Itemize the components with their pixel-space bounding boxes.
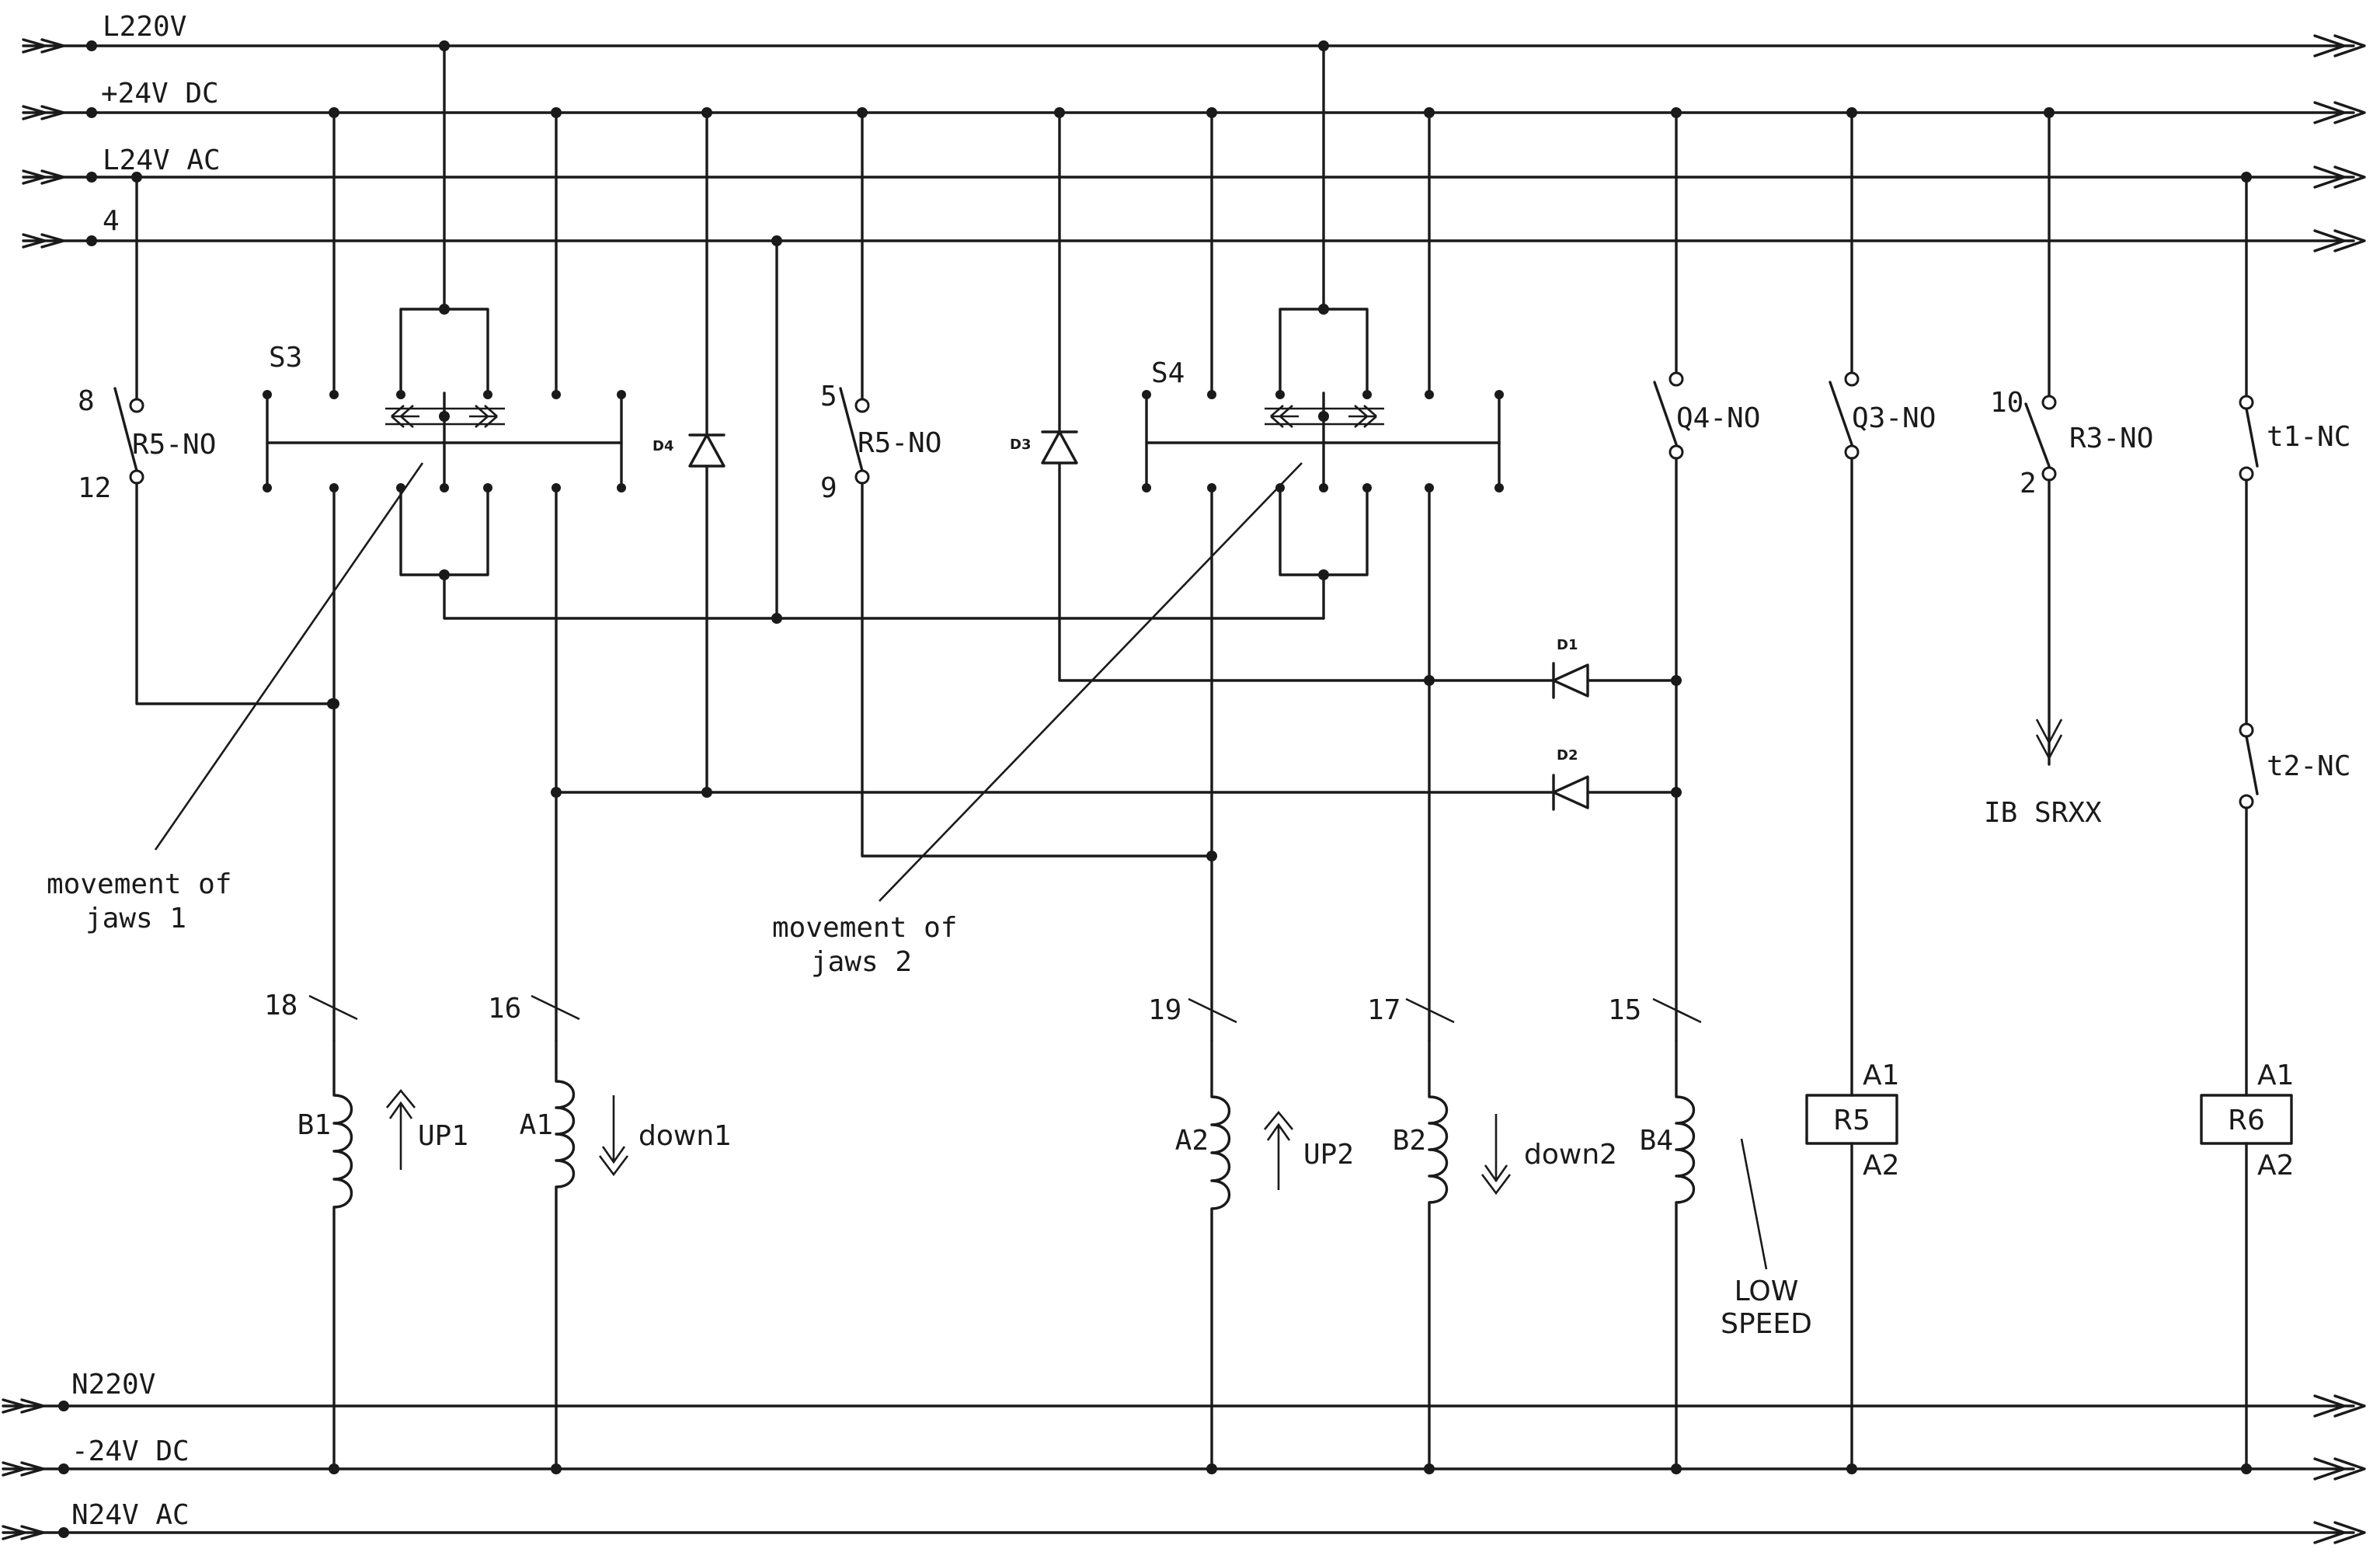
relay-r6 — [2200, 1094, 2293, 1474]
selector-s3 — [263, 40, 782, 1042]
coil-label-down2: down2 — [1524, 1139, 1617, 1171]
contact-q3-no — [1828, 107, 1860, 1097]
contact-r3-no — [2024, 107, 2063, 766]
pin-8: 8 — [78, 385, 95, 417]
contact-label-t1-nc: t1-NC — [2267, 421, 2350, 453]
contact-q4-no — [1653, 107, 1684, 1042]
coil-name-a2: A2 — [1175, 1125, 1209, 1157]
coil-b1 — [329, 1039, 416, 1474]
wire-number-19: 19 — [1148, 994, 1181, 1026]
annotation-jaws1-line1: movement of — [47, 868, 231, 900]
coil-label-up2: UP2 — [1303, 1139, 1354, 1171]
diode-label-d4: D4 — [652, 438, 673, 454]
contact-r5-no-centre — [839, 107, 1217, 861]
bus-n220v — [2, 1394, 2366, 1418]
annotation-jaws2-line1: movement of — [772, 912, 957, 944]
bus-label-n220v: N220V — [71, 1369, 155, 1401]
contact-t2-nc — [2239, 722, 2259, 1097]
label-ib-srxx: IB SRXX — [1984, 797, 2102, 829]
relay-name-r5: R5 — [1833, 1105, 1870, 1136]
contact-label-t2-nc: t2-NC — [2267, 750, 2350, 782]
coil-name-b1: B1 — [298, 1109, 331, 1141]
coil-a2 — [1206, 1039, 1294, 1474]
diode-label-d3: D3 — [1010, 437, 1031, 453]
bus-n24v-ac — [2, 1521, 2366, 1544]
label-low: LOW — [1735, 1275, 1799, 1307]
coil-b2 — [1424, 1039, 1512, 1474]
coil-name-a1: A1 — [520, 1109, 553, 1141]
pin-2: 2 — [2020, 468, 2037, 499]
bus-4 — [22, 229, 2366, 252]
bus-l220v — [22, 34, 2366, 57]
wire-number-17: 17 — [1367, 994, 1401, 1026]
bus-l24v-ac — [22, 165, 2366, 189]
bus-label-4: 4 — [103, 205, 120, 237]
bus-label-plus-24v-dc: +24V DC — [101, 78, 219, 110]
relay-r6-a1: A1 — [2257, 1060, 2295, 1091]
diode-d1 — [1552, 662, 1682, 699]
wire-ticks — [308, 994, 1702, 1024]
pin-12: 12 — [78, 472, 111, 504]
selector-label-s4: S4 — [1151, 357, 1185, 389]
bus-label-l24v-ac: L24V AC — [103, 144, 221, 176]
contact-label-r3-no: R3-NO — [2069, 423, 2153, 454]
coil-b4 — [1671, 1039, 1768, 1474]
contact-label-r5-no-left: R5-NO — [132, 429, 216, 461]
bus-minus-24v-dc — [2, 1457, 2366, 1481]
pin-10: 10 — [1990, 387, 2023, 419]
relay-r6-a2: A2 — [2257, 1150, 2295, 1181]
coil-label-down1: down1 — [638, 1120, 732, 1152]
coil-name-b2: B2 — [1393, 1125, 1426, 1157]
selector-s4 — [1142, 40, 1504, 1042]
diode-d3 — [1041, 107, 1555, 682]
relay-r5-a2: A2 — [1863, 1150, 1900, 1181]
coil-name-b4: B4 — [1640, 1125, 1673, 1157]
diode-label-d1: D1 — [1557, 637, 1578, 653]
bus-label-l220v: L220V — [103, 11, 186, 43]
diode-label-d2: D2 — [1557, 747, 1578, 764]
selector-label-s3: S3 — [269, 342, 302, 374]
pin-5: 5 — [820, 381, 837, 412]
bus4-drop — [771, 235, 1325, 620]
coil-a1 — [551, 1039, 629, 1474]
contact-label-q4-no: Q4-NO — [1676, 402, 1760, 434]
relay-r5-a1: A1 — [1863, 1060, 1900, 1091]
annotation-jaws1-line2: jaws 1 — [85, 903, 186, 934]
diode-d4 — [688, 107, 725, 798]
contact-t1-nc — [2239, 172, 2259, 726]
coil-label-up1: UP1 — [418, 1120, 468, 1152]
pin-9: 9 — [820, 472, 837, 504]
wire-number-16: 16 — [488, 993, 521, 1025]
contact-label-r5-no-centre: R5-NO — [858, 427, 941, 459]
annotation-leaders — [154, 462, 1303, 902]
bus-label-n24v-ac: N24V AC — [71, 1499, 190, 1531]
relay-name-r6: R6 — [2228, 1105, 2265, 1136]
bus-label-minus-24v-dc: -24V DC — [71, 1436, 190, 1467]
wire-number-15: 15 — [1608, 994, 1641, 1026]
diode-d2 — [555, 774, 1682, 811]
label-speed: SPEED — [1721, 1308, 1812, 1340]
wire-number-18: 18 — [264, 990, 298, 1021]
contact-label-q3-no: Q3-NO — [1852, 402, 1936, 434]
annotation-jaws2-line2: jaws 2 — [811, 946, 912, 978]
bus-plus-24v-dc — [22, 101, 2366, 124]
relay-r5 — [1805, 1094, 1898, 1474]
